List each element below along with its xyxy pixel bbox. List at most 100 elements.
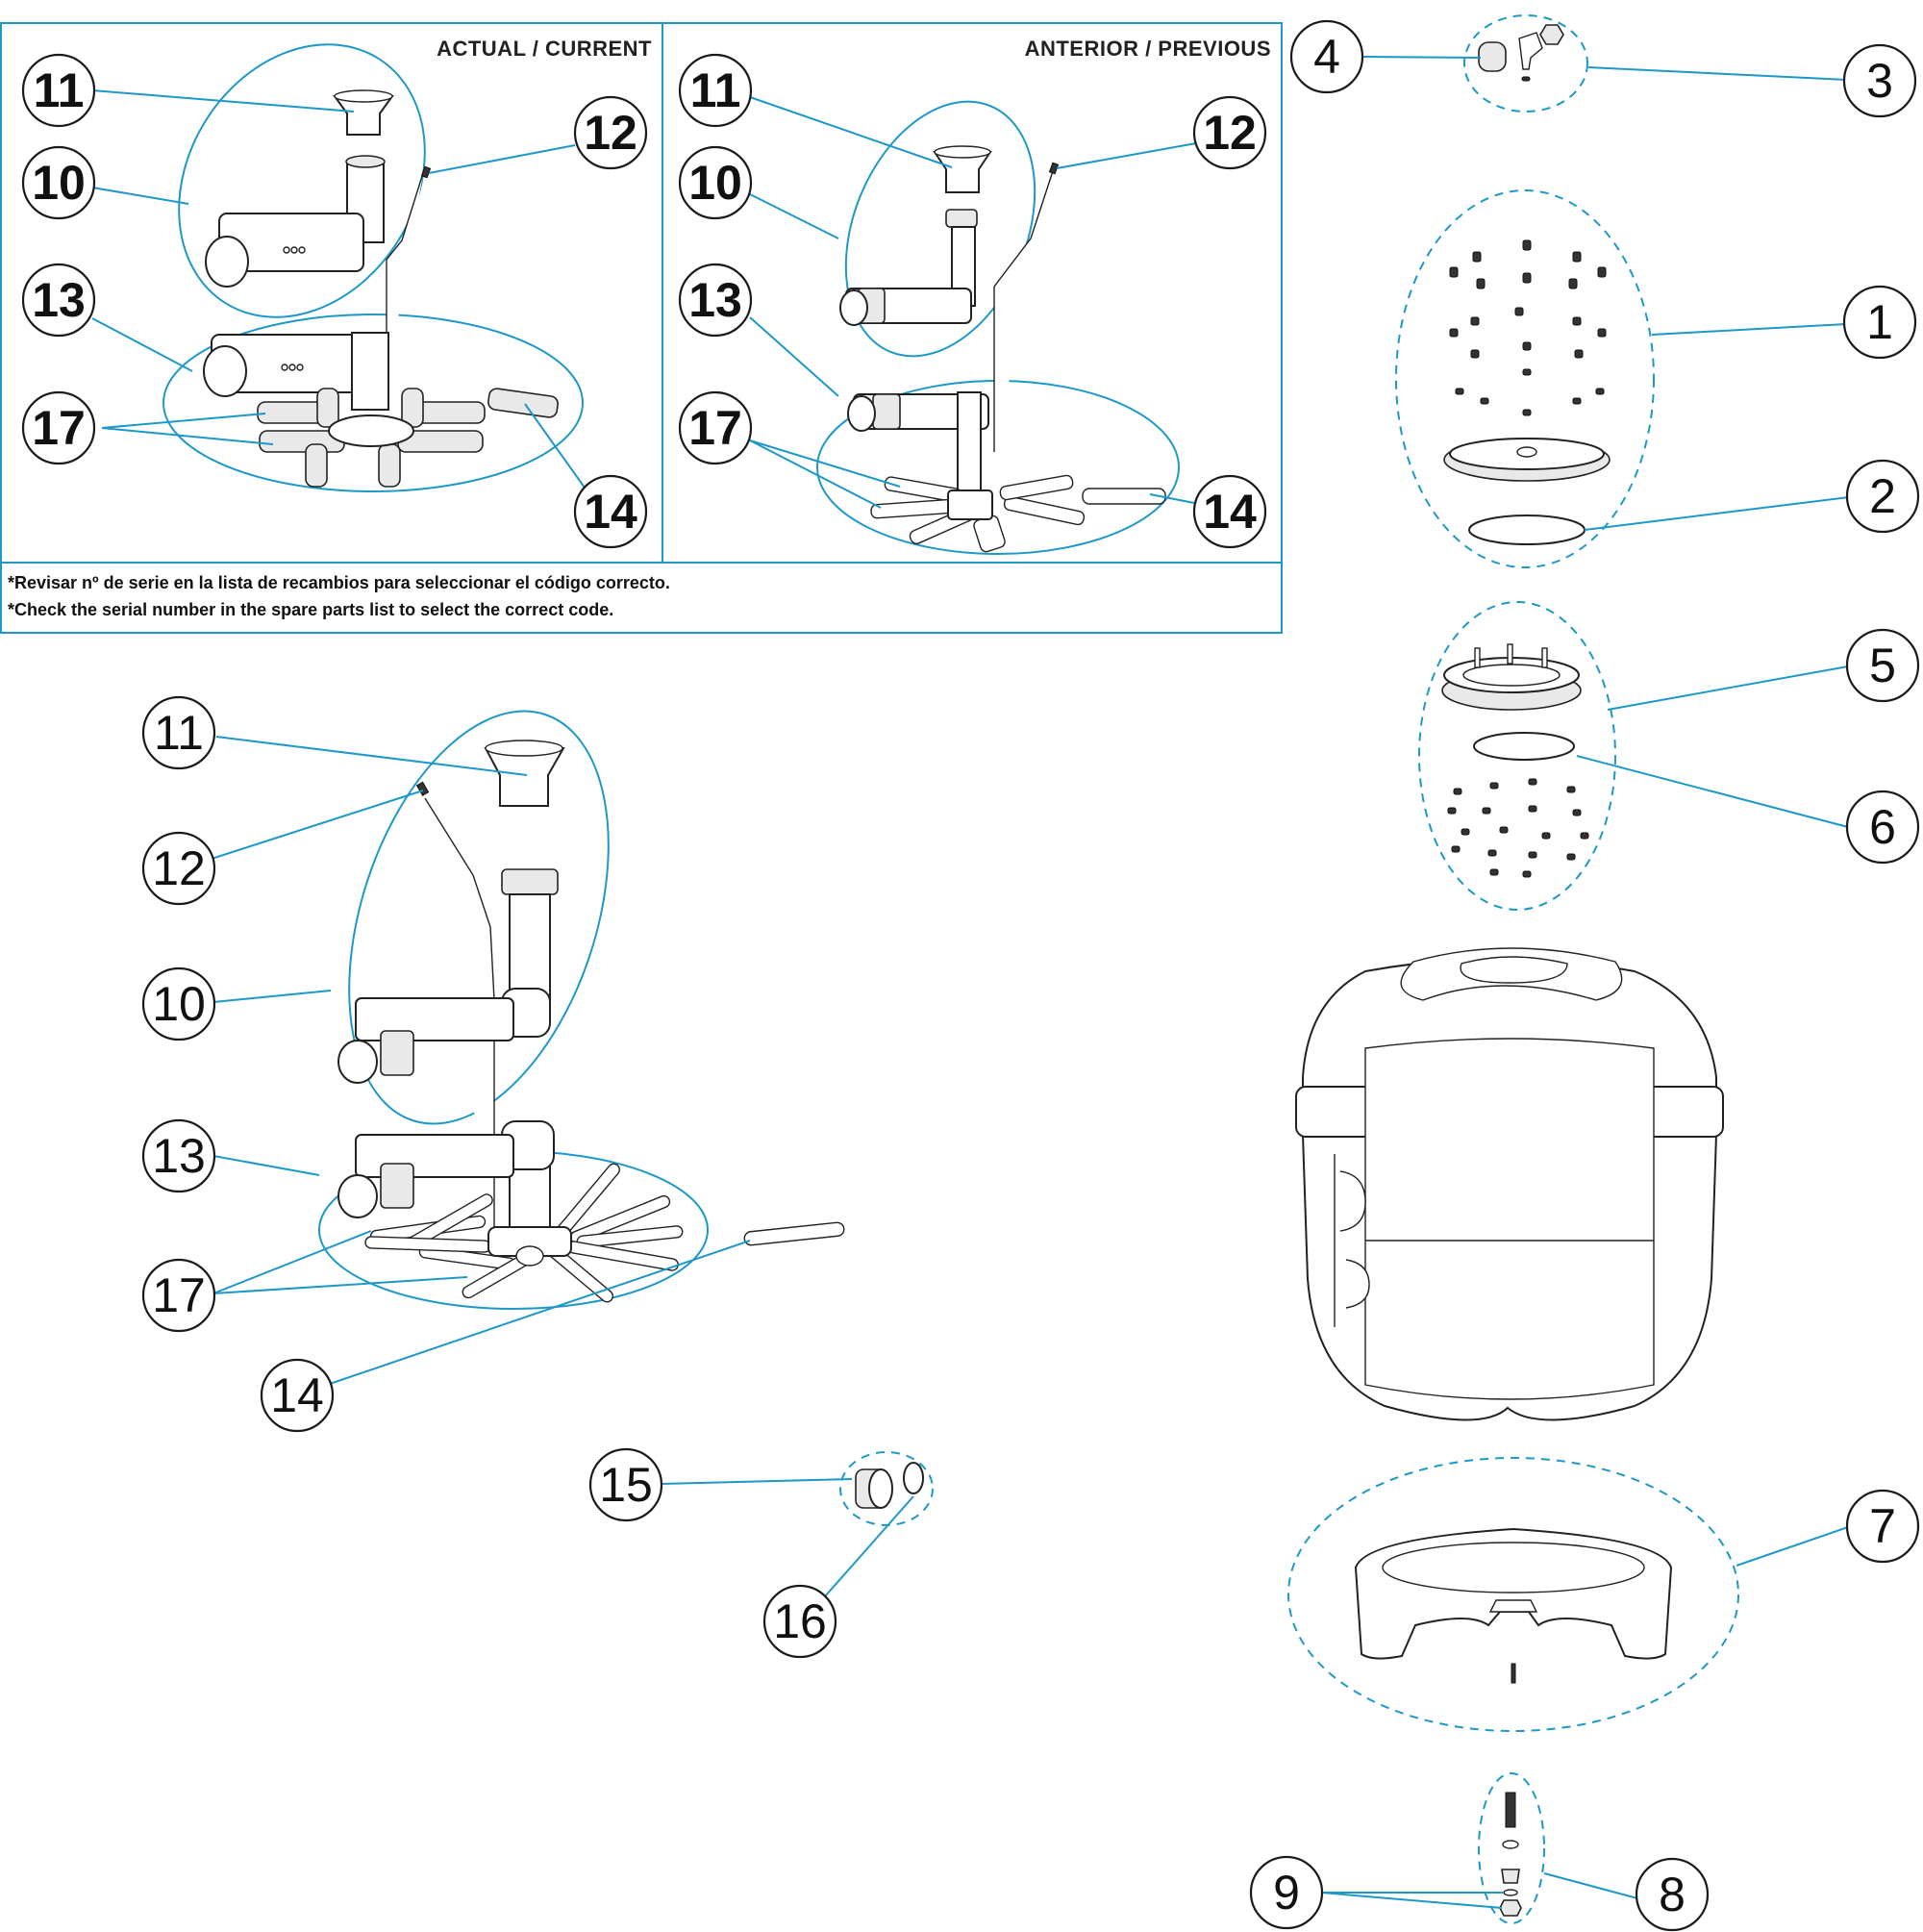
svg-text:11: 11 bbox=[690, 63, 741, 117]
lateral bbox=[567, 1241, 679, 1271]
leader-main-17a bbox=[212, 1230, 372, 1294]
pipe-10-nut bbox=[380, 1030, 414, 1076]
current-pipe-13-hole bbox=[288, 364, 296, 371]
svg-text:13: 13 bbox=[32, 273, 86, 327]
cover-group-1 bbox=[1395, 189, 1655, 568]
previous-lateral bbox=[870, 498, 959, 519]
previous-pipe-13-nut bbox=[872, 393, 901, 430]
current-lateral bbox=[316, 388, 339, 428]
svg-text:16: 16 bbox=[773, 1594, 827, 1648]
group-7-ring bbox=[1287, 1457, 1739, 1732]
previous-group-10-11-ring bbox=[844, 100, 1036, 358]
callout-7: 7 bbox=[1845, 1489, 1920, 1564]
current-leader-13 bbox=[91, 317, 193, 372]
drain-washer-9 bbox=[1503, 1889, 1518, 1896]
callout-5: 5 bbox=[1845, 628, 1920, 703]
svg-text:17: 17 bbox=[152, 1268, 206, 1322]
flange-5-tab bbox=[1541, 647, 1548, 668]
version-comparison-panel: ACTUAL / CURRENT ANTERIOR / PREVIOUS *Re… bbox=[0, 22, 1283, 634]
cover-oring-2 bbox=[1468, 514, 1586, 545]
svg-text:13: 13 bbox=[152, 1129, 206, 1183]
previous-leader-17b bbox=[749, 439, 882, 509]
callout-previous-11: 11 bbox=[678, 53, 753, 128]
current-pipe-10-thread bbox=[345, 155, 386, 168]
pipe-10-horizontal bbox=[355, 997, 514, 1041]
group-8-ring bbox=[1478, 1772, 1545, 1924]
diffuser-11 bbox=[484, 747, 565, 807]
current-group-13-17-ring bbox=[162, 314, 584, 492]
callout-3: 3 bbox=[1842, 43, 1917, 118]
callout-10: 10 bbox=[141, 966, 216, 1041]
callout-previous-13: 13 bbox=[678, 263, 753, 338]
svg-text:15: 15 bbox=[599, 1458, 653, 1512]
svg-text:10: 10 bbox=[152, 977, 206, 1031]
leader-15 bbox=[661, 1478, 853, 1485]
svg-text:10: 10 bbox=[32, 156, 86, 210]
previous-purge-tube-12 bbox=[993, 170, 1054, 452]
svg-text:12: 12 bbox=[1203, 106, 1257, 160]
drain-bolt bbox=[1505, 1792, 1516, 1828]
leader-9b bbox=[1320, 1892, 1503, 1909]
svg-text:12: 12 bbox=[152, 841, 206, 895]
base-group-7 bbox=[1287, 1457, 1739, 1732]
union-group-15 bbox=[839, 1451, 934, 1526]
base-7-screw bbox=[1511, 1663, 1516, 1684]
callout-current-12: 12 bbox=[573, 95, 648, 170]
pipe-13-outlet bbox=[337, 1174, 378, 1218]
leader-6 bbox=[1576, 755, 1849, 828]
current-leader-14 bbox=[524, 403, 586, 489]
base-7-center-boss bbox=[1488, 1599, 1538, 1613]
svg-text:10: 10 bbox=[688, 156, 742, 210]
previous-laterals-17 bbox=[870, 474, 1086, 553]
bleed-valve-group-3 bbox=[1463, 14, 1588, 113]
flange-bolts bbox=[1447, 778, 1589, 878]
svg-text:11: 11 bbox=[34, 63, 85, 117]
previous-leader-12 bbox=[1056, 142, 1197, 169]
leader-16 bbox=[824, 1495, 914, 1597]
callout-14: 14 bbox=[260, 1358, 335, 1433]
previous-pipe-13-outlet bbox=[847, 395, 876, 432]
previous-version-assembly: 11 10 12 13 17 14 bbox=[678, 53, 1267, 555]
current-pipe-13-outlet bbox=[203, 345, 247, 397]
panel-frame bbox=[0, 22, 1283, 634]
current-group-10-11-ring bbox=[178, 43, 426, 318]
svg-text:13: 13 bbox=[688, 273, 742, 327]
callout-15: 15 bbox=[588, 1447, 663, 1522]
svg-text:12: 12 bbox=[584, 106, 637, 160]
flange-oring-6 bbox=[1473, 732, 1575, 761]
laterals-17 bbox=[364, 1163, 684, 1303]
bleed-valve-body bbox=[1518, 32, 1543, 70]
current-leader-11 bbox=[91, 89, 355, 113]
svg-text:5: 5 bbox=[1869, 639, 1896, 692]
leader-main-10 bbox=[212, 990, 332, 1003]
svg-text:6: 6 bbox=[1869, 800, 1896, 854]
callout-previous-10: 10 bbox=[678, 145, 753, 220]
current-diffuser-11-rim bbox=[334, 89, 393, 103]
group-10-11-ring bbox=[348, 710, 610, 1125]
callout-13: 13 bbox=[141, 1118, 216, 1193]
previous-pipe-10-thread bbox=[945, 209, 978, 228]
tank-side-port-lower bbox=[1345, 1259, 1370, 1309]
current-version-assembly: 11 10 12 13 17 14 bbox=[21, 43, 648, 549]
tank-neck-opening bbox=[1460, 956, 1568, 984]
leader-8 bbox=[1543, 1872, 1638, 1899]
neck-flange-group-5 bbox=[1418, 601, 1616, 911]
diffuser-11-rim bbox=[485, 740, 563, 757]
tank-front-panel bbox=[1364, 1038, 1655, 1400]
leader-5 bbox=[1607, 665, 1849, 711]
cover-plate-1-center bbox=[1516, 446, 1537, 458]
hub-center bbox=[515, 1245, 544, 1267]
callout-previous-17: 17 bbox=[678, 390, 753, 465]
callout-8: 8 bbox=[1635, 1857, 1710, 1932]
callout-9: 9 bbox=[1249, 1855, 1324, 1930]
callout-6: 6 bbox=[1845, 790, 1920, 865]
current-pipe-13-hole bbox=[296, 364, 304, 371]
callout-previous-12: 12 bbox=[1192, 95, 1267, 170]
pipe-13-nut bbox=[380, 1163, 414, 1209]
callout-previous-14: 14 bbox=[1192, 474, 1267, 549]
drain-plug bbox=[1501, 1869, 1520, 1884]
leader-1 bbox=[1651, 323, 1847, 336]
svg-text:17: 17 bbox=[32, 401, 86, 455]
previous-purge-tube-12-tip bbox=[1048, 162, 1060, 175]
current-pipe-10-hole bbox=[290, 246, 298, 254]
